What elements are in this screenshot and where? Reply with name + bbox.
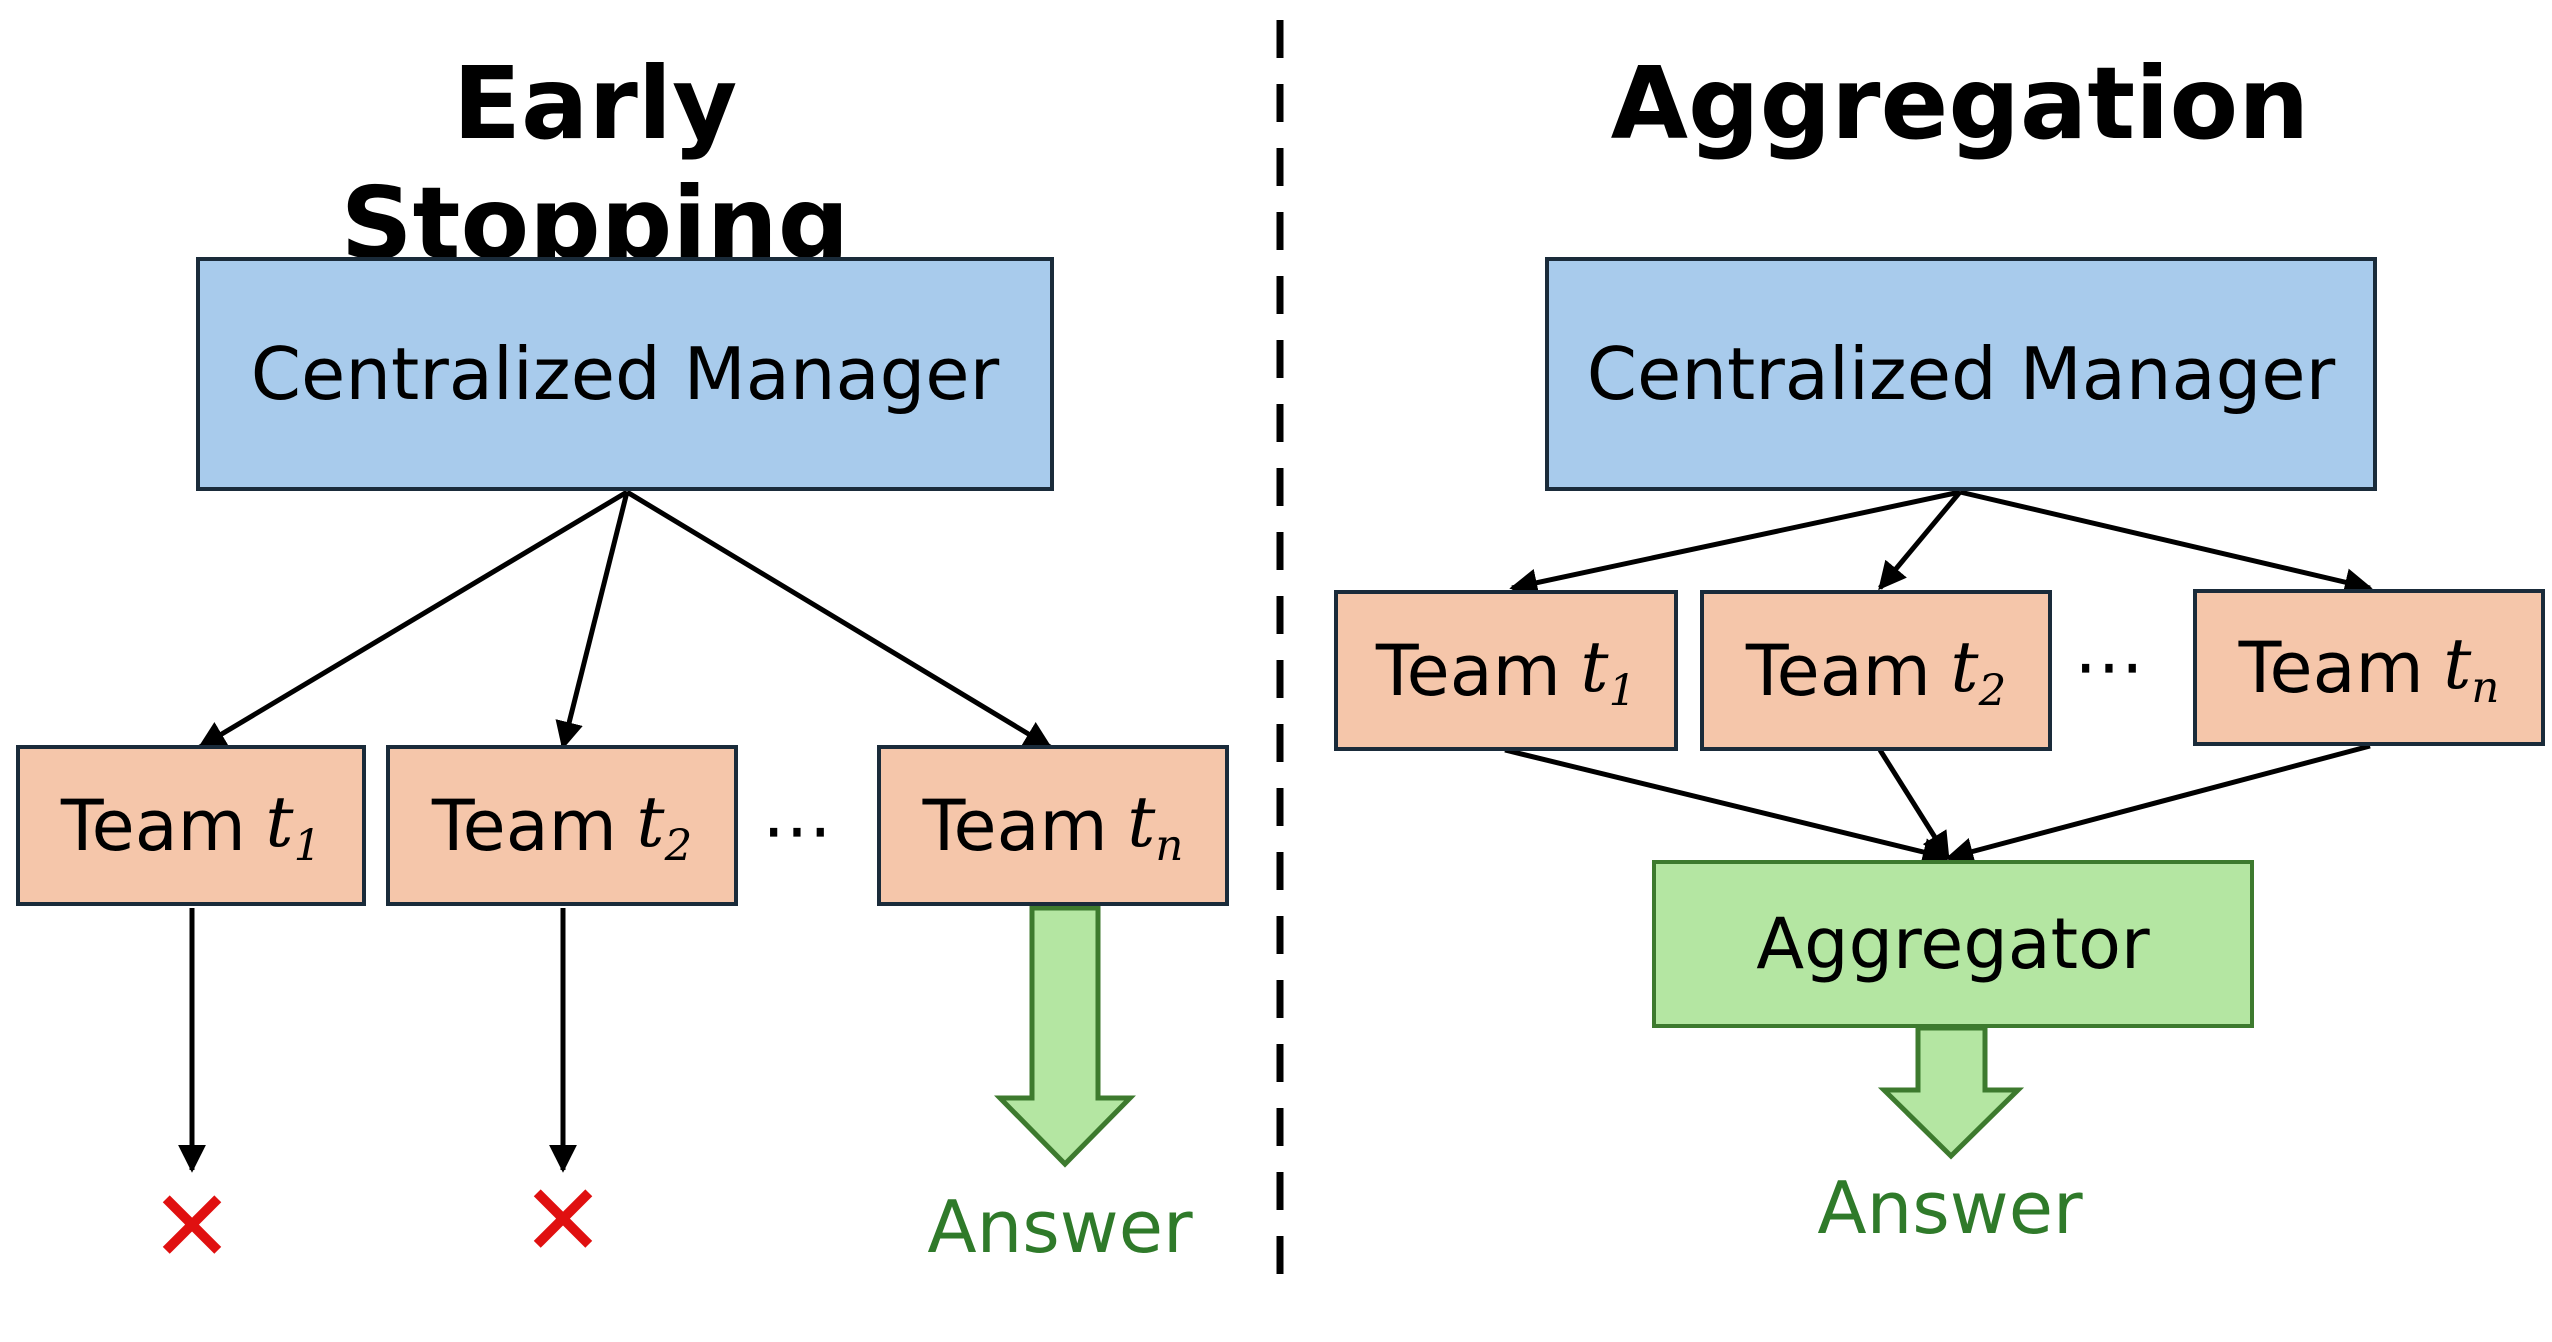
right-centralized-manager-box: Centralized Manager [1545,257,2377,491]
left-team-n-symbol: tn [1127,780,1184,871]
right-manager-label: Centralized Manager [1586,332,2336,416]
right-team-1-word: Team [1375,629,1561,712]
right-team-1-symbol: t1 [1580,625,1637,716]
left-manager-label: Centralized Manager [250,332,1000,416]
right-team-2-word: Team [1745,629,1931,712]
right-arrow-manager-to-team-2 [1878,490,1962,591]
left-arrow-manager-to-team-n [625,489,1053,750]
right-team-2-symbol: t2 [1950,625,2007,716]
left-team-1-box: Team t1 [16,745,366,906]
right-team-n-symbol: tn [2443,622,2500,713]
aggregator-label: Aggregator [1756,903,2150,985]
left-arrow-manager-to-team-1 [197,489,629,750]
right-team-2-box: Team t2 [1700,590,2052,751]
left-team-1-word: Team [60,784,246,867]
left-team-2-box: Team t2 [386,745,738,906]
left-answer-block-arrow [994,905,1136,1168]
right-team-n-box: Team tn [2193,589,2545,746]
left-title: Early Stopping [340,45,850,282]
right-answer-label: Answer [1817,1166,2083,1250]
left-team-2-word: Team [431,784,617,867]
left-ellipsis: ⋯ [762,789,832,871]
left-arrow-manager-to-team-2 [555,491,630,750]
right-title: Aggregation [1610,45,2310,162]
right-ellipsis: ⋯ [2074,625,2144,707]
right-team-n-word: Team [2238,626,2424,709]
right-arrow-team-1-to-aggregator [1504,747,1951,866]
right-team-1-box: Team t1 [1334,590,1678,751]
right-arrow-team-n-to-aggregator [1945,743,2371,866]
left-answer-label: Answer [927,1185,1193,1269]
aggregator-box: Aggregator [1652,860,2254,1028]
right-arrow-manager-to-team-1 [1509,489,1961,597]
left-centralized-manager-box: Centralized Manager [196,257,1054,491]
left-team-1-symbol: t1 [265,780,322,871]
left-team-2-stop-mark: ✕ [521,1162,605,1279]
left-team-2-symbol: t2 [636,780,693,871]
right-arrow-team-2-to-aggregator [1877,748,1951,861]
right-arrow-manager-to-team-n [1959,489,2373,596]
left-team-n-word: Team [922,784,1108,867]
right-answer-block-arrow [1877,1025,2025,1160]
left-team-1-stop-mark: ✕ [150,1168,234,1285]
left-team-n-box: Team tn [877,745,1229,906]
